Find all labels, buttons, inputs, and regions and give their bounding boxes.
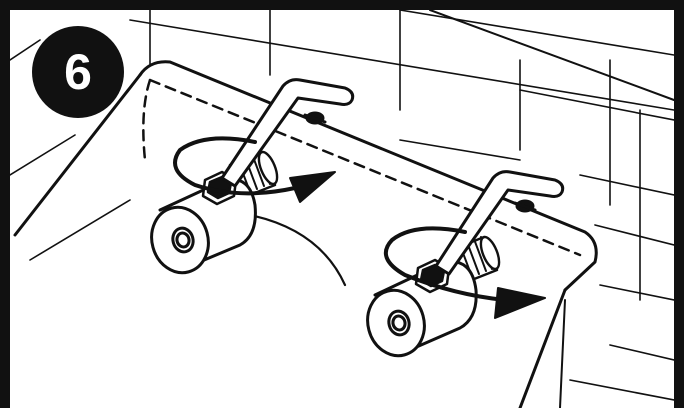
right-bracket [366, 170, 565, 358]
left-wall-stud [303, 111, 327, 125]
step-number: 6 [64, 44, 92, 100]
hex-key-icon [434, 170, 565, 276]
bracket-body [150, 177, 257, 275]
rotation-arrow-icon [173, 136, 336, 203]
hex-key-icon [220, 78, 355, 188]
left-bracket [150, 78, 355, 275]
step-badge [32, 26, 124, 118]
wall-tiles [10, 10, 674, 361]
rotation-arrow-icon [383, 226, 546, 319]
right-wall-stud [513, 199, 537, 213]
wall-edge [429, 10, 674, 101]
tub-panel [13, 60, 674, 408]
